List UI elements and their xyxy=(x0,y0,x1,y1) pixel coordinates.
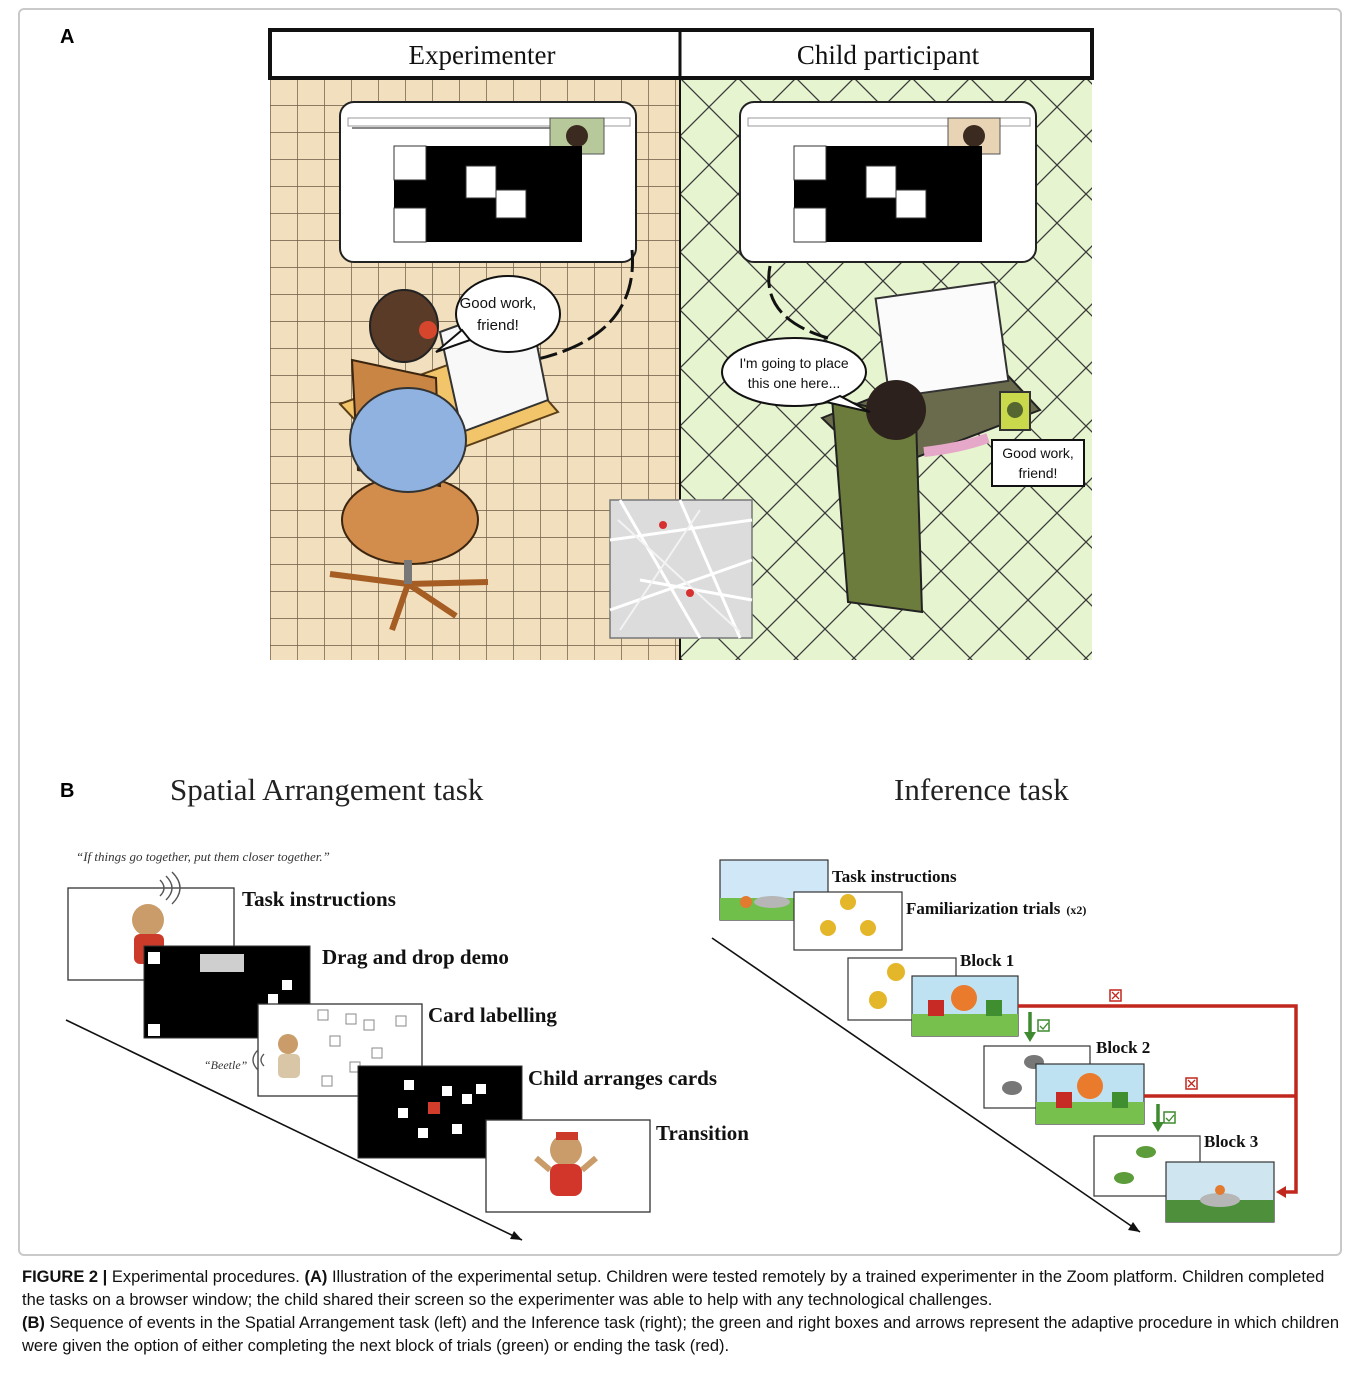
panel-a-label: A xyxy=(60,26,75,48)
speaker-output-box: Good work, friend! xyxy=(991,439,1085,487)
inference-block-2 xyxy=(983,1045,1145,1125)
inference-screen-familiarization xyxy=(793,891,903,951)
panel-b-label: B xyxy=(60,780,75,802)
step-transition: Transition xyxy=(656,1121,749,1145)
child-speech-bubble: I'm going to place this one here... xyxy=(721,337,871,413)
child-header: Child participant xyxy=(797,40,980,70)
inference-task-title: Inference task xyxy=(894,772,1069,807)
caption-a-text: Illustration of the experimental setup. … xyxy=(22,1268,1325,1309)
inf-block-1: Block 1 xyxy=(960,951,1014,970)
inf-block-3: Block 3 xyxy=(1204,1132,1258,1151)
child-scene xyxy=(820,280,1042,614)
inference-block-3 xyxy=(1093,1135,1275,1223)
spatial-task-title: Spatial Arrangement task xyxy=(170,772,484,807)
panel-a-illustration: Experimenter Child participant xyxy=(268,28,1094,660)
experimenter-browser-window xyxy=(339,101,637,263)
spatial-screen-card-labelling xyxy=(252,1003,423,1097)
caption-b-label: (B) xyxy=(22,1314,45,1332)
svg-text:I'm going to place: I'm going to place xyxy=(739,355,849,371)
step-task-instructions: Task instructions xyxy=(242,887,396,911)
panel-b-diagram: “If things go together, put them closer … xyxy=(65,849,1298,1241)
inference-block-1 xyxy=(847,957,1019,1037)
step-child-arranges-cards: Child arranges cards xyxy=(528,1066,717,1090)
experimenter-header: Experimenter xyxy=(409,40,556,70)
inf-familiarization: Familiarization trials(x2) xyxy=(906,899,1086,918)
end-task-arrows xyxy=(1018,989,1298,1198)
step-drag-drop-demo: Drag and drop demo xyxy=(322,945,509,969)
quote-text: “If things go together, put them closer … xyxy=(76,849,330,864)
beetle-text: “Beetle” xyxy=(204,1058,248,1072)
svg-text:Good work,: Good work, xyxy=(460,295,537,312)
svg-text:friend!: friend! xyxy=(1019,465,1058,481)
figure-frame xyxy=(18,8,1342,1256)
figure-caption: FIGURE 2 | Experimental procedures. (A) … xyxy=(22,1266,1340,1358)
spatial-screen-transition xyxy=(485,1119,651,1213)
caption-a-label: (A) xyxy=(304,1268,328,1286)
inf-task-instructions: Task instructions xyxy=(832,867,957,886)
map-inset xyxy=(609,499,753,639)
child-browser-window xyxy=(739,101,1037,263)
caption-intro: Experimental procedures. xyxy=(107,1268,305,1286)
inf-block-2: Block 2 xyxy=(1096,1038,1150,1057)
step-card-labelling: Card labelling xyxy=(428,1003,557,1027)
svg-text:Good work,: Good work, xyxy=(1002,445,1074,461)
svg-text:this one here...: this one here... xyxy=(748,375,841,391)
figure-label: FIGURE 2 | xyxy=(22,1268,108,1286)
continue-arrows xyxy=(1024,1012,1176,1132)
caption-b-text: Sequence of events in the Spatial Arrang… xyxy=(22,1314,1340,1355)
spatial-screen-child-arranges xyxy=(357,1065,523,1159)
svg-text:friend!: friend! xyxy=(477,317,519,334)
experimenter-speech-bubble: Good work, friend! xyxy=(435,275,561,353)
